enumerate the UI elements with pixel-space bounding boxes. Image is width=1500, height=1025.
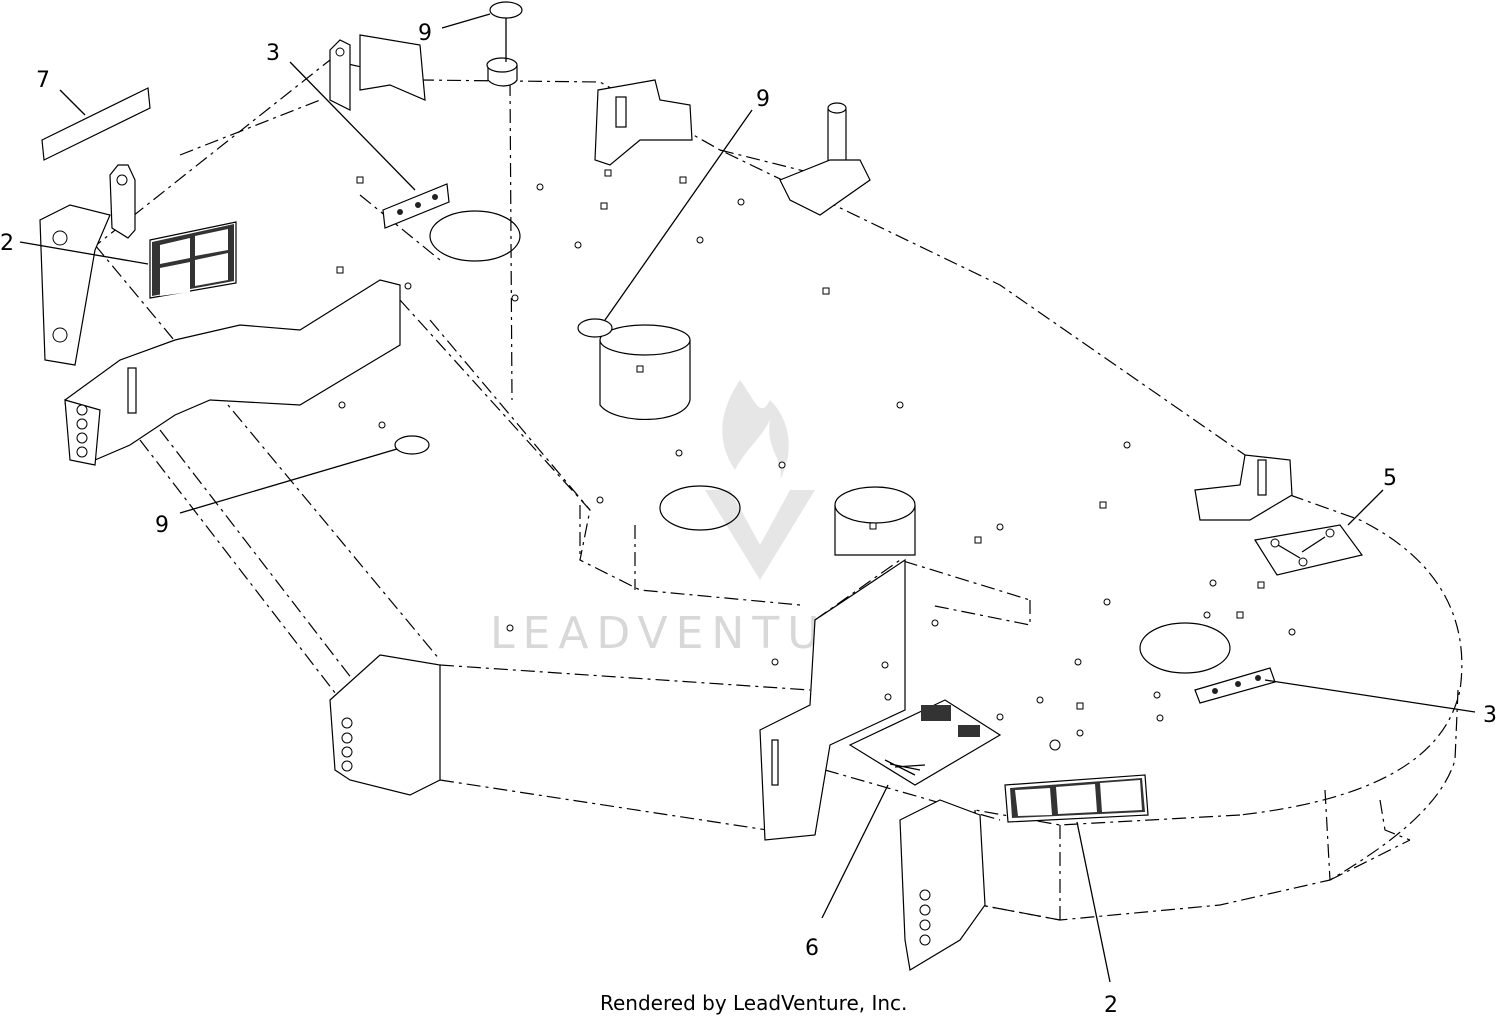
callout-9-left: 9	[155, 513, 169, 538]
callout-9-top: 9	[418, 21, 432, 46]
decal-5	[1254, 524, 1364, 576]
decal-6	[848, 699, 1002, 786]
leader-6	[821, 784, 889, 919]
callout-5: 5	[1383, 466, 1397, 491]
leader-9-top	[441, 13, 491, 29]
deck-holes	[336, 169, 1296, 751]
callouts: 7 3 9 9 2 9 5 3 6 2	[0, 21, 1497, 1018]
leader-lines	[19, 13, 1476, 983]
callout-2-bottom: 2	[1104, 993, 1118, 1018]
render-credit: Rendered by LeadVenture, Inc.	[600, 991, 907, 1015]
leader-2-left	[19, 241, 149, 265]
leader-3-right	[1264, 679, 1476, 713]
leader-9-left	[179, 448, 398, 514]
callout-2-left: 2	[0, 231, 14, 256]
decals	[41, 1, 1364, 823]
leader-7	[59, 89, 86, 116]
callout-3-top: 3	[266, 41, 280, 66]
decal-9-top	[489, 1, 523, 19]
decal-7	[41, 87, 151, 161]
leader-5	[1347, 489, 1384, 526]
callout-3-right: 3	[1483, 703, 1497, 728]
callout-7: 7	[36, 68, 50, 93]
callout-9-right: 9	[756, 87, 770, 112]
decal-9-left	[394, 435, 430, 455]
decal-3-right	[1194, 667, 1276, 704]
deck-brackets	[39, 34, 1293, 971]
decal-9-right	[577, 318, 613, 338]
leader-3-top	[289, 61, 416, 191]
callout-6: 6	[805, 936, 819, 961]
leader-9-right	[604, 109, 753, 321]
leader-2-bottom	[1076, 821, 1111, 983]
